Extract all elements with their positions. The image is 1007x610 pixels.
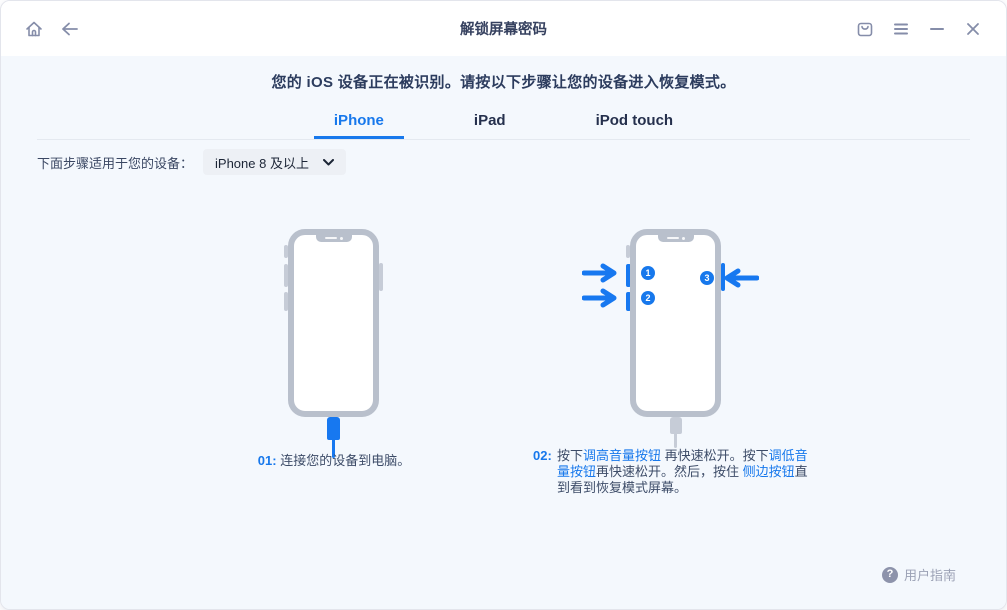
iphone-buttons-illustration: 1 2 3 bbox=[581, 229, 760, 448]
titlebar-left bbox=[23, 18, 81, 40]
iphone-connect-illustration bbox=[284, 229, 383, 458]
device-selector-label: 下面步骤适用于您的设备： bbox=[37, 155, 194, 171]
instruction-heading: 您的 iOS 设备正在被识别。请按以下步骤让您的设备进入恢复模式。 bbox=[271, 74, 736, 91]
tab-ipad[interactable]: iPad bbox=[473, 111, 506, 129]
usb-cable-icon bbox=[630, 417, 721, 448]
mute-switch bbox=[284, 245, 288, 258]
step-badge-1: 1 bbox=[641, 266, 655, 280]
volume-up-button-highlighted bbox=[626, 264, 631, 287]
dropdown-selected-value: iPhone 8 及以上 bbox=[215, 155, 309, 171]
phone-body bbox=[288, 229, 379, 417]
device-tabs: iPhone iPad iPod touch bbox=[1, 104, 1006, 139]
step-1-number: 01: bbox=[257, 453, 277, 468]
back-icon[interactable] bbox=[59, 18, 81, 40]
device-model-dropdown[interactable]: iPhone 8 及以上 bbox=[203, 149, 346, 175]
cable-plug bbox=[669, 417, 682, 434]
cable-plug bbox=[327, 417, 340, 440]
phone-notch bbox=[657, 234, 694, 242]
arrow-left-icon bbox=[723, 268, 760, 288]
step-1-caption: 01: 连接您的设备到电脑。 bbox=[199, 453, 469, 469]
step-1-text: 连接您的设备到电脑。 bbox=[276, 453, 411, 468]
phone-body bbox=[630, 229, 721, 417]
camera-dot bbox=[681, 236, 685, 240]
step-2-number: 02: bbox=[533, 448, 552, 463]
volume-down-button bbox=[284, 292, 288, 311]
main-content: 您的 iOS 设备正在被识别。请按以下步骤让您的设备进入恢复模式。 iPhone… bbox=[1, 56, 1006, 609]
mute-switch bbox=[626, 245, 630, 258]
side-button bbox=[379, 263, 383, 291]
phone-notch bbox=[315, 234, 352, 242]
device-selector-row: 下面步骤适用于您的设备： iPhone 8 及以上 bbox=[37, 149, 346, 175]
camera-dot bbox=[339, 236, 343, 240]
help-icon: ? bbox=[881, 566, 898, 583]
volume-down-button-highlighted bbox=[626, 292, 631, 311]
step-2-caption: 02: 按下调高音量按钮 再快速松开。按下调低音量按钮再快速松开。然后，按住 侧… bbox=[533, 448, 811, 496]
arrow-right-icon bbox=[581, 263, 618, 283]
arrow-right-icon bbox=[581, 288, 618, 308]
speaker-slot bbox=[324, 236, 337, 240]
menu-icon[interactable] bbox=[890, 18, 912, 40]
user-guide-label: 用户指南 bbox=[903, 568, 956, 583]
lightning-cable-icon bbox=[288, 417, 379, 458]
store-bag-icon[interactable] bbox=[854, 18, 876, 40]
tabs-divider bbox=[37, 139, 970, 140]
close-icon[interactable] bbox=[962, 18, 984, 40]
user-guide-link[interactable]: ? 用户指南 bbox=[881, 565, 956, 584]
step-badge-3: 3 bbox=[700, 271, 714, 285]
home-icon[interactable] bbox=[23, 18, 45, 40]
step-2-text: 按下调高音量按钮 再快速松开。按下调低音量按钮再快速松开。然后，按住 侧边按钮直… bbox=[557, 448, 808, 495]
side-button-highlighted bbox=[720, 263, 725, 291]
cable-wire bbox=[674, 434, 677, 448]
tab-iphone[interactable]: iPhone bbox=[313, 104, 404, 139]
step-badge-2: 2 bbox=[641, 291, 655, 305]
tab-ipod-touch[interactable]: iPod touch bbox=[595, 111, 674, 129]
titlebar: 解锁屏幕密码 bbox=[1, 1, 1006, 56]
chevron-down-icon bbox=[322, 158, 334, 165]
cable-wire bbox=[331, 440, 336, 458]
speaker-slot bbox=[666, 236, 679, 240]
titlebar-right bbox=[854, 18, 984, 40]
volume-up-button bbox=[284, 264, 288, 287]
minimize-icon[interactable] bbox=[926, 18, 948, 40]
